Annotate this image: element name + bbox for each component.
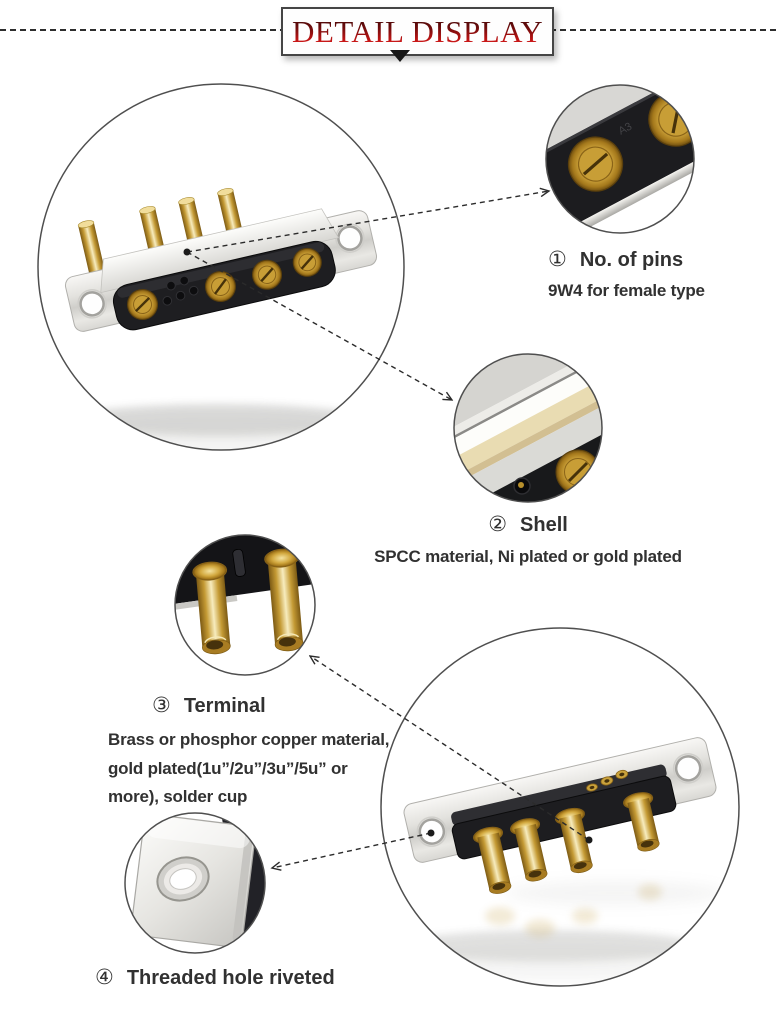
- callout-heading-row: ② Shell: [368, 512, 688, 537]
- rivet-detail-photo: [125, 813, 265, 953]
- circled-number-1: ①: [548, 248, 567, 271]
- circled-number-4: ④: [95, 966, 114, 989]
- callout-heading-row: ① No. of pins: [548, 247, 705, 272]
- callout-heading: No. of pins: [579, 249, 684, 271]
- callout-no-of-pins: ① No. of pins 9W4 for female type: [548, 247, 705, 301]
- callout-description-line-2: gold plated(1u”/2u”/3u”/5u” or: [108, 758, 348, 778]
- circled-number-2: ②: [488, 513, 508, 536]
- section-title-box: DETAIL DISPLAY: [281, 7, 555, 56]
- pins-detail-photo-ring: [545, 84, 695, 234]
- rivet-detail-photo-ring: [124, 812, 266, 954]
- insert-marking: A3: [617, 121, 635, 138]
- callout-description-line-1: Brass or phosphor copper material,: [108, 730, 390, 749]
- main-front-photo-ring: [37, 83, 405, 451]
- callout-dot-rivet: [427, 829, 435, 837]
- callout-heading: Shell: [520, 514, 568, 536]
- callout-line-rivet: [272, 832, 432, 868]
- callout-description: 9W4 for female type: [548, 281, 705, 300]
- callout-threaded-hole: ④ Threaded hole riveted: [95, 965, 335, 990]
- callout-lines: [186, 191, 590, 868]
- terminal-detail-photo-ring: [174, 534, 316, 676]
- callout-heading-row: ③ Terminal: [152, 693, 388, 718]
- callout-description: SPCC material, Ni plated or gold plated: [374, 547, 682, 566]
- callout-heading-row: ④ Threaded hole riveted: [95, 965, 335, 990]
- callout-line-pins: [186, 191, 549, 253]
- main-rear-photo-ring: [380, 627, 740, 987]
- callout-dot-front: [183, 248, 191, 256]
- down-pointer-icon: [390, 50, 410, 62]
- connector-rear-illustration: [403, 737, 717, 894]
- main-rear-photo: [381, 628, 739, 986]
- terminal-detail-photo: [175, 535, 315, 675]
- callout-terminal: ③ Terminal Brass or phosphor copper mate…: [108, 693, 390, 812]
- callout-shell: ② Shell SPCC material, Ni plated or gold…: [368, 512, 688, 567]
- shell-detail-photo-ring: [453, 353, 603, 503]
- callout-line-shell: [186, 251, 452, 400]
- callout-description-line-3: more), solder cup: [108, 787, 248, 806]
- section-title: DETAIL DISPLAY: [292, 13, 544, 49]
- callout-dot-terminal: [585, 836, 593, 844]
- callout-heading: Threaded hole riveted: [126, 967, 335, 989]
- circled-number-3: ③: [152, 694, 171, 717]
- callout-line-terminal: [310, 656, 590, 841]
- main-front-photo: [38, 84, 404, 450]
- shell-detail-photo: [454, 354, 602, 502]
- callout-heading: Terminal: [183, 695, 266, 717]
